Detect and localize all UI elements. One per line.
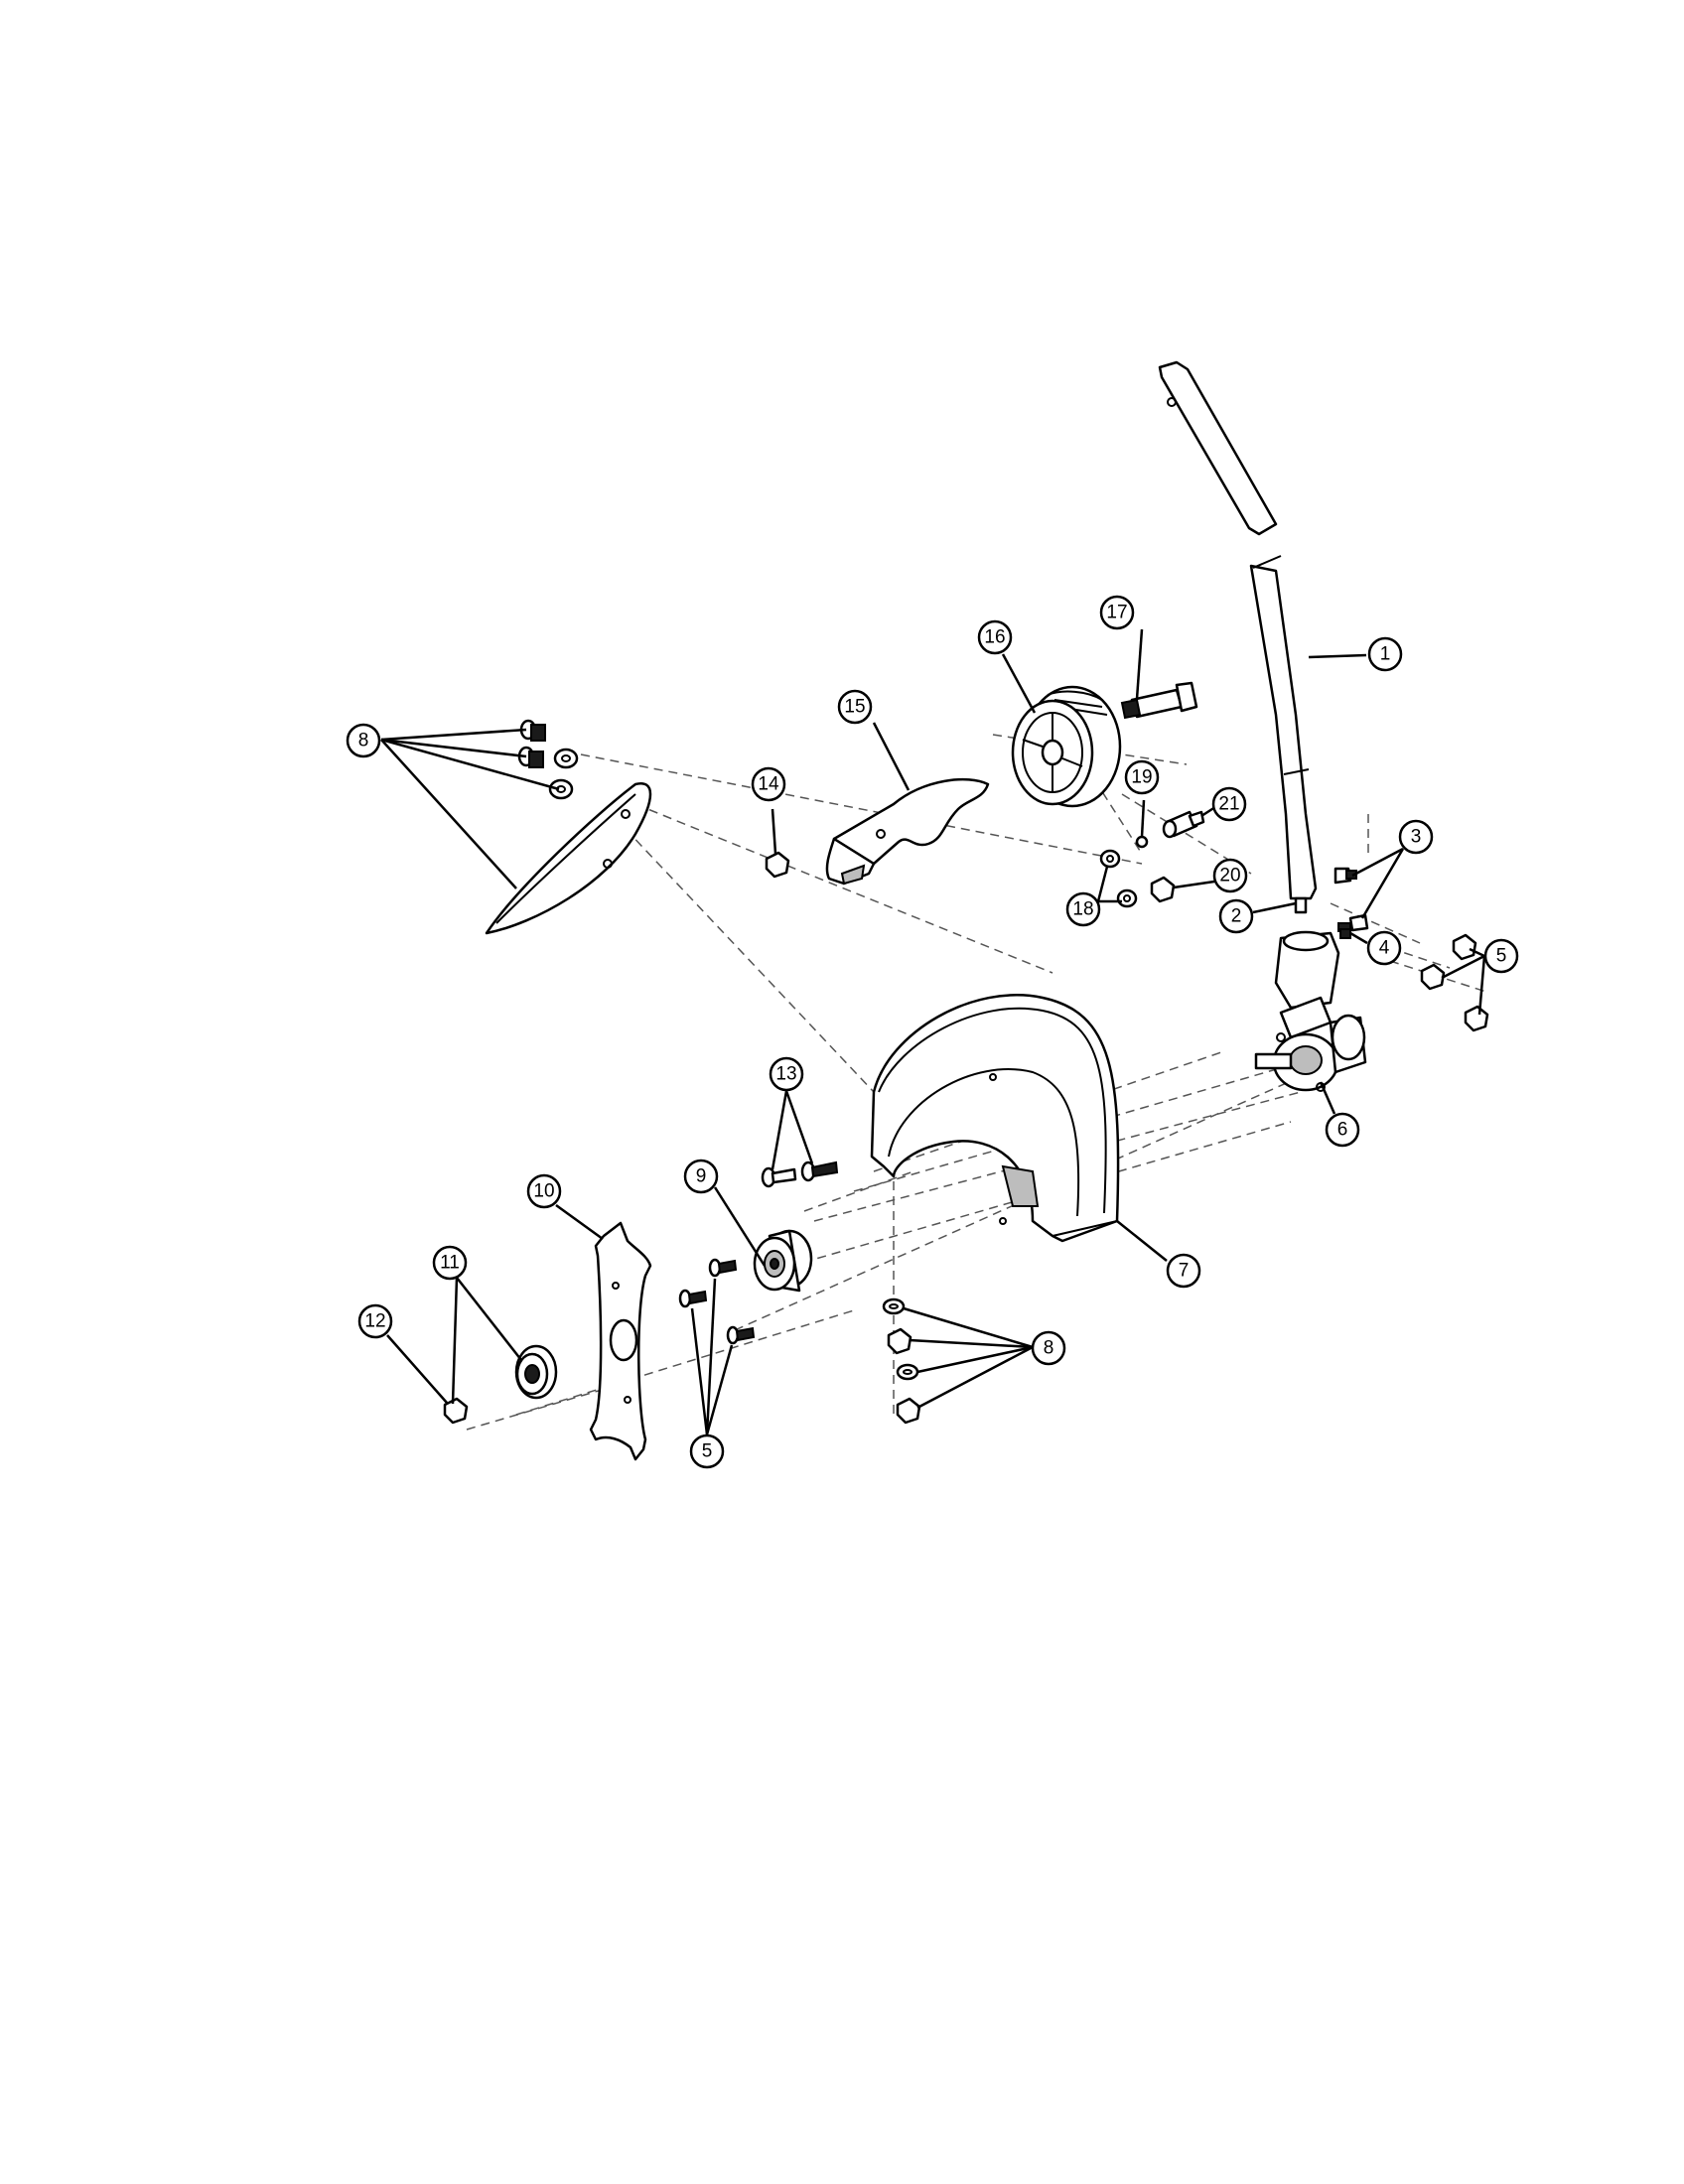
callout-1: 1 [1367, 636, 1403, 672]
callout-20: 20 [1212, 858, 1248, 893]
parts-18-21-hardware [1099, 810, 1205, 908]
part-13-bolts [761, 1160, 839, 1188]
callout-14: 14 [751, 766, 786, 802]
callout-label: 7 [1179, 1261, 1190, 1282]
callout-12: 12 [357, 1303, 393, 1339]
callout-2: 2 [1218, 898, 1254, 934]
part-6-gear-housing [1254, 930, 1367, 1092]
part-8-washers-nuts-bottom [882, 1297, 921, 1425]
leader-lines [380, 628, 1486, 1435]
callout-5-right: 5 [1483, 938, 1519, 974]
part-12-nut [443, 1397, 469, 1425]
callout-label: 5 [702, 1441, 713, 1462]
callout-label: 13 [775, 1064, 796, 1085]
callout-label: 3 [1411, 827, 1422, 848]
callout-label: 10 [533, 1181, 554, 1202]
callout-8-bottom: 8 [1031, 1330, 1066, 1366]
upper-shaft-segment [1158, 360, 1278, 536]
callout-4: 4 [1366, 930, 1402, 966]
callout-5-bottom: 5 [689, 1433, 725, 1469]
callout-label: 4 [1379, 938, 1390, 959]
callout-21: 21 [1211, 786, 1247, 822]
callout-label: 9 [696, 1166, 707, 1187]
callout-3: 3 [1398, 819, 1434, 855]
callout-7: 7 [1166, 1253, 1201, 1289]
part-5-bolts-bottom [678, 1258, 756, 1345]
part-16-wheel [1011, 685, 1122, 808]
callout-label: 14 [758, 774, 779, 795]
callout-label: 15 [844, 697, 865, 718]
callout-label: 8 [358, 731, 369, 751]
callout-11: 11 [432, 1245, 468, 1281]
part-9-bearing [753, 1229, 813, 1293]
callout-label: 8 [1044, 1338, 1054, 1359]
callout-17: 17 [1099, 595, 1135, 630]
callout-18: 18 [1065, 891, 1101, 927]
part-14-nut [765, 851, 790, 879]
part-11-flange-washer [514, 1344, 558, 1400]
callout-label: 1 [1380, 644, 1391, 665]
callout-6: 6 [1325, 1112, 1360, 1148]
part-8-bolts-washers-top [517, 719, 579, 800]
callout-15: 15 [837, 689, 873, 725]
part-7-blade-guard [870, 994, 1120, 1243]
callout-label: 21 [1218, 794, 1239, 815]
part-17-axle-bolt [1120, 681, 1198, 720]
callout-8-top: 8 [346, 723, 381, 758]
part-15-wheel-bracket [825, 778, 990, 886]
part-4-screw [1339, 928, 1351, 939]
callout-16: 16 [977, 619, 1013, 655]
callout-label: 17 [1106, 603, 1127, 623]
part-1-shaft-tube [1249, 555, 1318, 900]
callout-label: 12 [364, 1311, 385, 1332]
callout-label: 2 [1231, 906, 1242, 927]
part-8-guide-shoe [485, 782, 652, 935]
callout-label: 11 [440, 1253, 460, 1274]
callout-19: 19 [1124, 759, 1160, 795]
callout-10: 10 [526, 1173, 562, 1209]
callout-label: 20 [1219, 866, 1240, 887]
callout-label: 6 [1337, 1120, 1348, 1141]
part-5-hex-nuts-right [1420, 933, 1489, 1032]
part-2-pin [1294, 896, 1308, 914]
callout-label: 16 [984, 627, 1005, 648]
callout-13: 13 [769, 1056, 804, 1092]
callout-9: 9 [683, 1159, 719, 1194]
callout-label: 19 [1131, 767, 1152, 788]
part-10-blade [589, 1221, 652, 1461]
callout-label: 18 [1072, 899, 1093, 920]
part-3-screws [1333, 867, 1369, 932]
callout-label: 5 [1496, 946, 1507, 967]
